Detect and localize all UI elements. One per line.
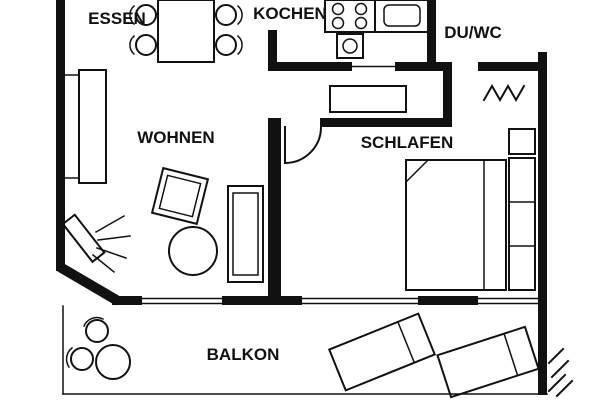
room-label-kochen: KOCHEN — [253, 4, 327, 23]
kitchen-wall-stub — [268, 30, 277, 71]
room-label-wohnen: WOHNEN — [137, 128, 214, 147]
balcony-chair — [83, 316, 109, 343]
dining-chair — [135, 4, 157, 26]
sun-lounger — [436, 325, 540, 399]
dining-table — [157, 0, 215, 63]
kitchen-unit — [336, 33, 364, 59]
right-wall — [538, 52, 547, 395]
plant-hatch — [547, 347, 574, 398]
round-table — [168, 226, 218, 276]
window-bedroom — [477, 297, 539, 305]
sideboard — [329, 85, 407, 113]
sofa — [227, 185, 264, 283]
coffee-table — [150, 166, 210, 226]
balcony-railing — [62, 305, 548, 395]
balcony-door-living — [141, 297, 223, 305]
bottom-wall-segment — [418, 296, 478, 305]
dining-chair — [215, 4, 237, 26]
stove — [324, 0, 376, 33]
kitchen-sink — [374, 0, 429, 33]
dining-chair — [215, 34, 237, 56]
bottom-wall-segment — [222, 296, 302, 305]
double-bed — [404, 158, 507, 291]
balcony-table — [95, 344, 131, 380]
room-label-schlafen: SCHLAFEN — [361, 133, 454, 152]
shelf — [64, 69, 107, 184]
corridor-stub-wall — [443, 71, 452, 118]
bath-bottom-wall — [478, 62, 547, 71]
corridor-wall-left — [268, 62, 352, 71]
nightstand — [508, 128, 536, 155]
kitchen-bath-wall — [427, 0, 436, 62]
wardrobe — [508, 157, 536, 291]
bath-door-zigzag — [482, 83, 526, 103]
balcony-chair — [65, 346, 94, 371]
bedroom-top-wall — [320, 118, 452, 127]
tv — [61, 213, 131, 274]
bottom-wall-segment — [112, 296, 142, 305]
room-label-essen: ESSEN — [88, 9, 146, 28]
left-diagonal-wall — [57, 262, 121, 306]
bedroom-door-swing — [283, 125, 323, 165]
room-label-duwc: DU/WC — [444, 23, 502, 42]
room-label-balkon: BALKON — [207, 345, 280, 364]
left-wall — [56, 0, 65, 271]
sun-lounger — [327, 312, 437, 392]
dining-chairs — [129, 4, 243, 56]
living-bedroom-wall — [268, 118, 281, 305]
corridor-wall-right — [395, 62, 452, 71]
balcony-door-bedroom — [301, 297, 419, 305]
dining-chair — [135, 34, 157, 56]
